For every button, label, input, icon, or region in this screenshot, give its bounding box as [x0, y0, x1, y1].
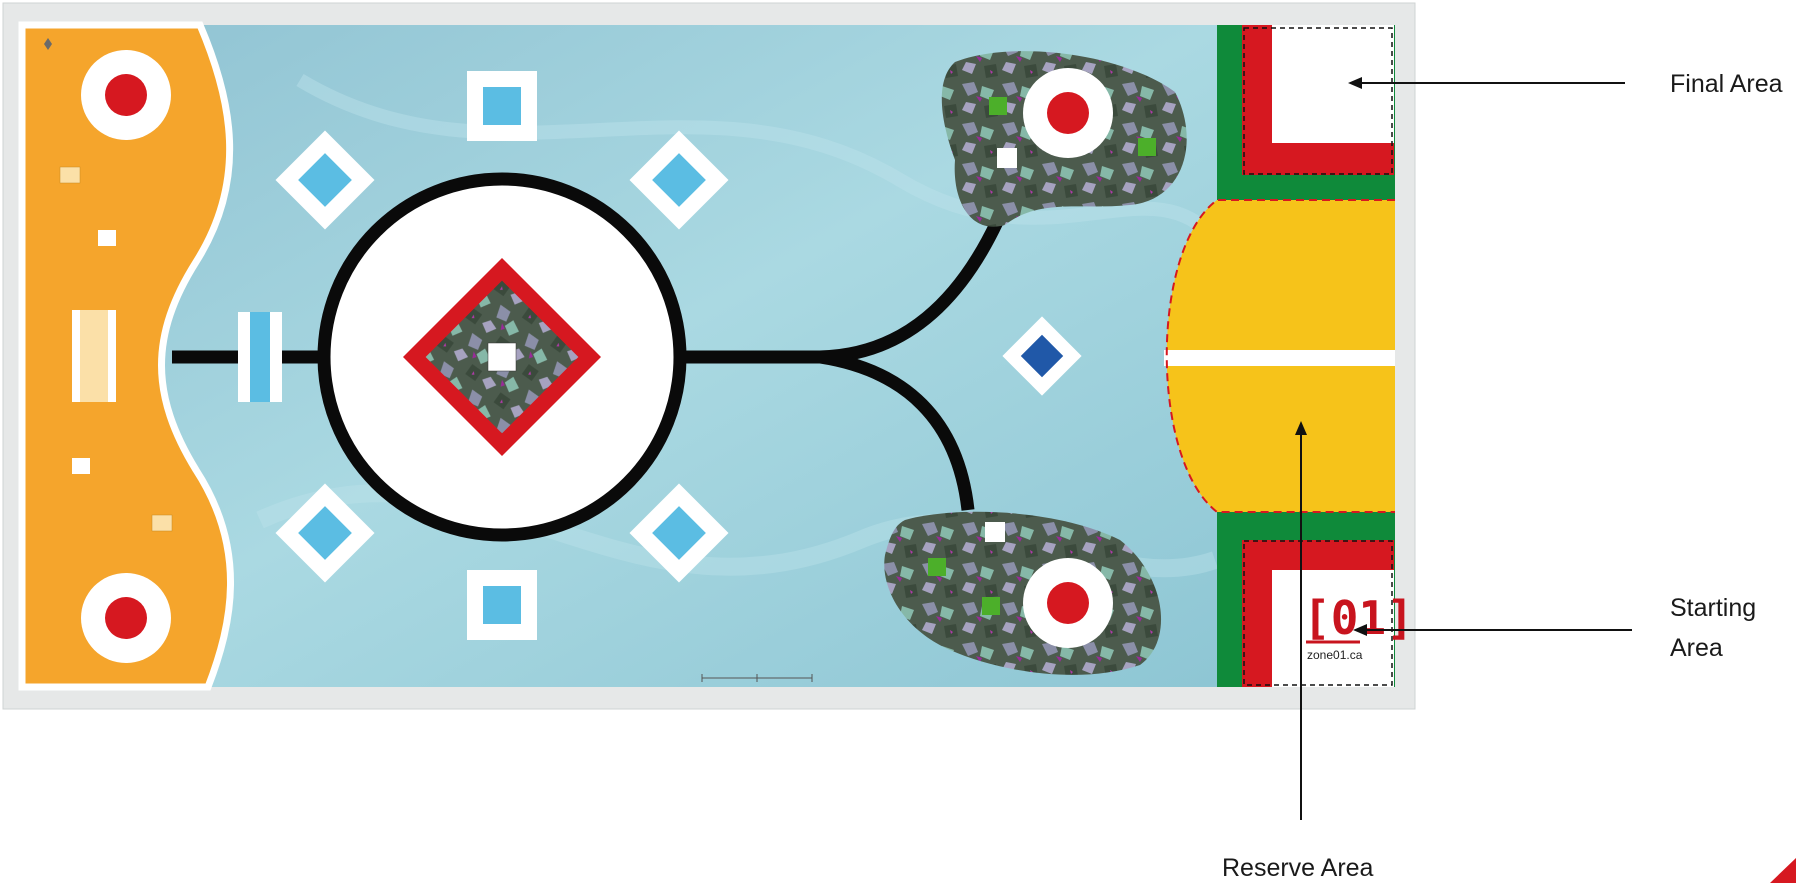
final-area-label: Final Area — [1670, 64, 1783, 104]
gate-left — [238, 312, 282, 402]
target-top-left — [81, 50, 171, 140]
final-area — [1242, 25, 1394, 175]
target-bottom-left — [81, 573, 171, 663]
logo-site: zone01.ca — [1307, 648, 1363, 662]
starting-area: [01] zone01.ca — [1242, 540, 1414, 687]
reserve-area — [1164, 200, 1395, 512]
starting-area-label: Starting Area — [1670, 588, 1790, 668]
logo-number: [01] — [1303, 591, 1414, 645]
ramp-orange — [72, 310, 116, 402]
reserve-area-label: Reserve Area — [1222, 848, 1373, 888]
